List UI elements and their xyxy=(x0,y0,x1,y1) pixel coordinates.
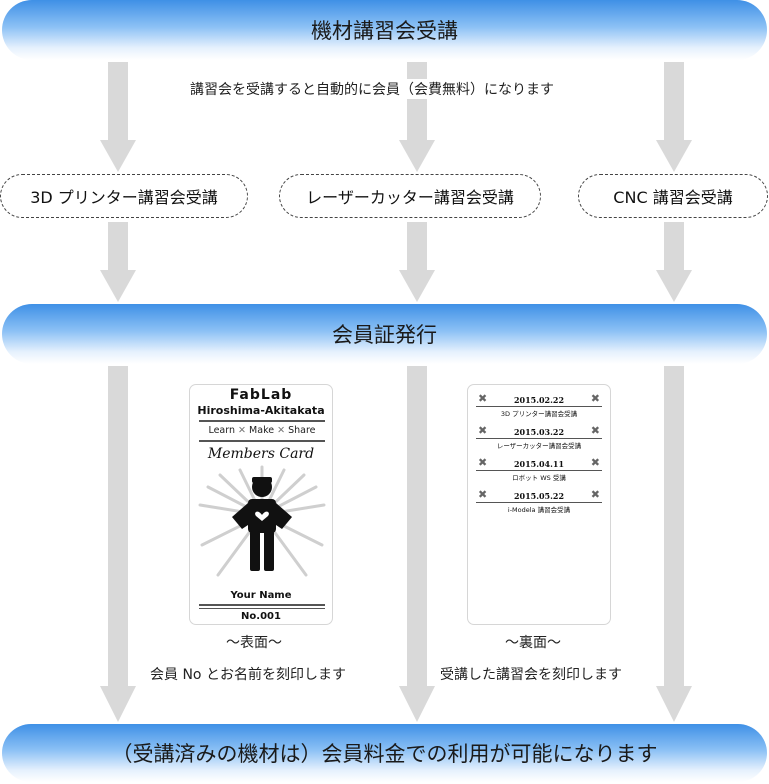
course-laser-cutter: レーザーカッター講習会受講 xyxy=(279,174,541,218)
card-rule xyxy=(199,440,325,442)
card-motto: Learn ✕ Make ✕ Share xyxy=(190,425,332,436)
hero-figure-icon xyxy=(198,465,326,577)
motto-share: Share xyxy=(288,425,316,436)
cross-icon: ✖ xyxy=(478,488,488,501)
cross-icon: ✖ xyxy=(478,392,488,405)
cross-icon: ✕ xyxy=(277,425,286,436)
banner-title-bottom: （受講済みの機材は）会員料金での利用が可能になります xyxy=(111,742,658,766)
entry-rule xyxy=(476,406,602,407)
back-entry: ✖ ✖ 2015.05.22 i-Modela 講習会受講 xyxy=(476,488,602,519)
entry-date: 2015.05.22 xyxy=(513,491,565,501)
members-card-back: ✖ ✖ 2015.02.22 3D プリンター講習会受講 ✖ ✖ 2015.03… xyxy=(467,384,611,625)
course-label: 3D プリンター講習会受講 xyxy=(30,188,218,207)
motto-learn: Learn xyxy=(208,425,236,436)
cross-icon: ✖ xyxy=(590,488,600,501)
back-label: ～裏面～ xyxy=(505,632,561,652)
card-brand: FabLab xyxy=(229,387,293,403)
course-label: レーザーカッター講習会受講 xyxy=(306,188,514,207)
entry-course: ロボット WS 受講 xyxy=(512,474,566,482)
entry-course: i-Modela 講習会受講 xyxy=(507,506,571,514)
back-entry: ✖ ✖ 2015.04.11 ロボット WS 受講 xyxy=(476,456,602,487)
cross-icon: ✖ xyxy=(590,424,600,437)
entry-rule xyxy=(476,438,602,439)
banner-course-attendance: 機材講習会受講 xyxy=(2,0,767,60)
back-entry: ✖ ✖ 2015.02.22 3D プリンター講習会受講 xyxy=(476,392,602,423)
card-location: Hiroshima-Akitakata xyxy=(197,404,325,417)
entry-date: 2015.03.22 xyxy=(513,427,565,437)
banner-title-top: 機材講習会受講 xyxy=(311,19,458,43)
entry-course: 3D プリンター講習会受講 xyxy=(500,410,578,418)
card-rule xyxy=(199,420,325,422)
entry-course: レーザーカッター講習会受講 xyxy=(496,442,582,450)
banner-card-issuance: 会員証発行 xyxy=(2,304,767,364)
cross-icon: ✖ xyxy=(478,424,488,437)
course-cnc: CNC 講習会受講 xyxy=(578,174,768,218)
motto-make: Make xyxy=(249,425,275,436)
card-holder-name: Your Name xyxy=(230,590,292,601)
back-description: 受講した講習会を刻印します xyxy=(438,664,624,684)
course-label: CNC 講習会受講 xyxy=(613,188,733,207)
entry-rule xyxy=(476,502,602,503)
banner-member-rate: （受講済みの機材は）会員料金での利用が可能になります xyxy=(2,724,767,782)
entry-date: 2015.02.22 xyxy=(513,395,565,405)
course-3d-printer: 3D プリンター講習会受講 xyxy=(0,174,248,218)
banner-title-middle: 会員証発行 xyxy=(332,323,437,347)
cross-icon: ✖ xyxy=(478,456,488,469)
card-rule xyxy=(199,604,325,606)
cross-icon: ✕ xyxy=(238,425,247,436)
cross-icon: ✖ xyxy=(590,392,600,405)
members-card-front: FabLab Hiroshima-Akitakata Learn ✕ Make … xyxy=(189,384,333,625)
cross-icon: ✖ xyxy=(590,456,600,469)
entry-rule xyxy=(476,470,602,471)
card-rule xyxy=(199,608,325,609)
card-number: No.001 xyxy=(241,611,281,622)
membership-note: 講習会を受講すると自動的に会員（会費無料）になります xyxy=(188,79,556,99)
entry-date: 2015.04.11 xyxy=(513,459,565,469)
front-label: ～表面～ xyxy=(226,632,282,652)
back-entry: ✖ ✖ 2015.03.22 レーザーカッター講習会受講 xyxy=(476,424,602,455)
card-heading: Members Card xyxy=(207,446,315,462)
front-description: 会員 No とお名前を刻印します xyxy=(148,664,348,684)
